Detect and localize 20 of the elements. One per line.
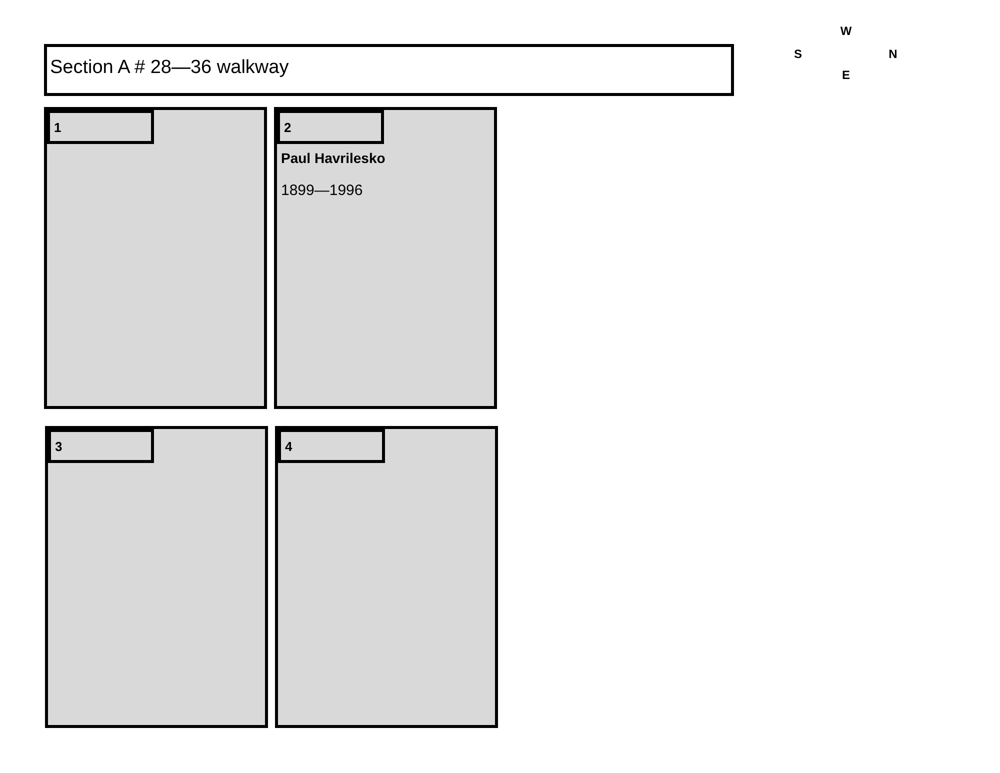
section-title: Section A # 28—36 walkway [50,56,290,80]
plot-box [274,107,497,409]
plot-number-tab [48,429,154,463]
compass-letter: E [842,68,850,82]
plot-number-tab [278,429,385,463]
section-banner [44,44,734,96]
compass-letter: N [888,47,898,61]
plot-box [275,426,498,728]
compass-letter: S [794,47,802,61]
plot-number: 1 [54,120,62,136]
compass-letter: W [840,24,852,38]
name-label: Paul Havrilesko [281,149,386,167]
plot-box [45,426,268,728]
plot-number: 4 [285,439,294,455]
plot-number: 2 [284,120,292,136]
plot-box [44,107,267,409]
plot-number-tab [47,110,154,144]
dates-label: 1899—1996 [281,182,364,200]
plot-number-tab [277,110,384,144]
plot-number: 3 [55,439,64,455]
